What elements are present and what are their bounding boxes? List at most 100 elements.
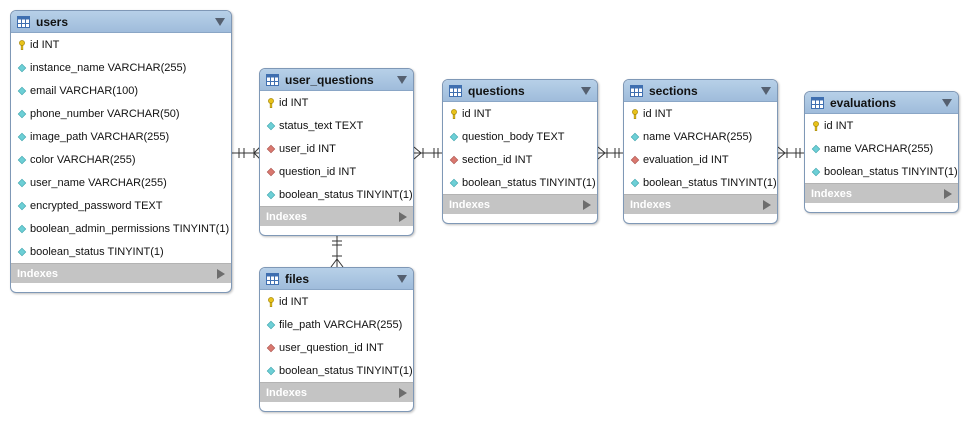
column-row[interactable]: question_body TEXT: [443, 125, 597, 148]
column-row[interactable]: id INT: [443, 102, 597, 125]
indexes-section[interactable]: Indexes: [260, 206, 413, 226]
table-header[interactable]: questions: [443, 80, 597, 102]
table-header[interactable]: evaluations: [805, 92, 958, 114]
table-files[interactable]: files id INT file_path VARCHAR(255)user_q…: [259, 267, 414, 412]
key-icon: [451, 108, 457, 119]
column-row[interactable]: boolean_status TINYINT(1): [624, 171, 777, 194]
indexes-label: Indexes: [630, 198, 671, 211]
column-text: boolean_status TINYINT(1): [279, 364, 413, 377]
column-text: image_path VARCHAR(255): [30, 130, 170, 143]
key-icon: [19, 39, 25, 50]
collapse-triangle-icon[interactable]: [581, 86, 591, 95]
column-diamond-icon: [17, 86, 27, 95]
table-evaluations[interactable]: evaluations id INT name VARCHAR(255) boole…: [804, 91, 959, 213]
column-row[interactable]: color VARCHAR(255): [11, 148, 231, 171]
indexes-section[interactable]: Indexes: [443, 194, 597, 214]
column-row[interactable]: id INT: [260, 91, 413, 114]
table-icon: [449, 84, 462, 97]
table-icon: [630, 84, 643, 97]
table-header[interactable]: user_questions: [260, 69, 413, 91]
column-diamond-icon: [449, 178, 459, 187]
column-text: section_id INT: [462, 153, 533, 166]
indexes-section[interactable]: Indexes: [260, 382, 413, 402]
expand-triangle-icon[interactable]: [763, 199, 771, 210]
column-row[interactable]: boolean_status TINYINT(1): [260, 359, 413, 382]
column-diamond-icon: [811, 167, 821, 176]
relationship-questions-user-questions: [413, 146, 443, 160]
column-row[interactable]: name VARCHAR(255): [805, 137, 958, 160]
table-questions[interactable]: questions id INT question_body TEXT sectio…: [442, 79, 598, 224]
expand-triangle-icon[interactable]: [399, 387, 407, 398]
column-row[interactable]: boolean_status TINYINT(1): [11, 240, 231, 263]
indexes-label: Indexes: [266, 386, 307, 399]
column-diamond-icon: [266, 190, 276, 199]
column-text: boolean_status TINYINT(1): [30, 245, 164, 258]
relationship-sections-questions: [597, 146, 624, 160]
table-name: sections: [649, 83, 698, 98]
column-row[interactable]: section_id INT: [443, 148, 597, 171]
table-header[interactable]: sections: [624, 80, 777, 102]
column-row[interactable]: id INT: [260, 290, 413, 313]
column-row[interactable]: user_question_id INT: [260, 336, 413, 359]
key-icon: [632, 108, 638, 119]
table-icon: [17, 15, 30, 28]
collapse-triangle-icon[interactable]: [215, 17, 225, 26]
expand-triangle-icon[interactable]: [583, 199, 591, 210]
column-text: question_body TEXT: [462, 130, 565, 143]
column-row[interactable]: image_path VARCHAR(255): [11, 125, 231, 148]
indexes-label: Indexes: [811, 187, 852, 200]
column-diamond-icon: [266, 121, 276, 130]
column-row[interactable]: boolean_admin_permissions TINYINT(1): [11, 217, 231, 240]
column-row[interactable]: instance_name VARCHAR(255): [11, 56, 231, 79]
expand-triangle-icon[interactable]: [217, 268, 225, 279]
expand-triangle-icon[interactable]: [944, 188, 952, 199]
expand-triangle-icon[interactable]: [399, 211, 407, 222]
table-name: files: [285, 271, 310, 286]
table-name: questions: [468, 83, 525, 98]
table-name: user_questions: [285, 72, 374, 87]
collapse-triangle-icon[interactable]: [397, 75, 407, 84]
relationship-evaluations-sections: [777, 146, 805, 160]
column-row[interactable]: file_path VARCHAR(255): [260, 313, 413, 336]
column-row[interactable]: user_id INT: [260, 137, 413, 160]
column-diamond-icon: [17, 155, 27, 164]
column-row[interactable]: encrypted_password TEXT: [11, 194, 231, 217]
column-row[interactable]: boolean_status TINYINT(1): [260, 183, 413, 206]
key-icon: [268, 296, 274, 307]
column-text: id INT: [279, 295, 309, 308]
column-row[interactable]: email VARCHAR(100): [11, 79, 231, 102]
column-text: id INT: [279, 96, 309, 109]
column-row[interactable]: boolean_status TINYINT(1): [443, 171, 597, 194]
table-header[interactable]: files: [260, 268, 413, 290]
indexes-label: Indexes: [266, 210, 307, 223]
column-row[interactable]: boolean_status TINYINT(1): [805, 160, 958, 183]
collapse-triangle-icon[interactable]: [397, 274, 407, 283]
column-row[interactable]: id INT: [624, 102, 777, 125]
collapse-triangle-icon[interactable]: [761, 86, 771, 95]
column-row[interactable]: question_id INT: [260, 160, 413, 183]
column-row[interactable]: id INT: [11, 33, 231, 56]
column-row[interactable]: evaluation_id INT: [624, 148, 777, 171]
column-diamond-icon: [811, 144, 821, 153]
collapse-triangle-icon[interactable]: [942, 98, 952, 107]
column-diamond-icon: [266, 366, 276, 375]
column-row[interactable]: phone_number VARCHAR(50): [11, 102, 231, 125]
column-row[interactable]: name VARCHAR(255): [624, 125, 777, 148]
foreign-key-diamond-icon: [266, 167, 276, 176]
indexes-section[interactable]: Indexes: [624, 194, 777, 214]
indexes-section[interactable]: Indexes: [11, 263, 231, 283]
column-text: name VARCHAR(255): [824, 142, 934, 155]
column-text: boolean_status TINYINT(1): [824, 165, 958, 178]
column-row[interactable]: user_name VARCHAR(255): [11, 171, 231, 194]
column-diamond-icon: [17, 201, 27, 210]
column-row[interactable]: status_text TEXT: [260, 114, 413, 137]
table-header[interactable]: users: [11, 11, 231, 33]
column-diamond-icon: [449, 132, 459, 141]
column-row[interactable]: id INT: [805, 114, 958, 137]
indexes-section[interactable]: Indexes: [805, 183, 958, 203]
